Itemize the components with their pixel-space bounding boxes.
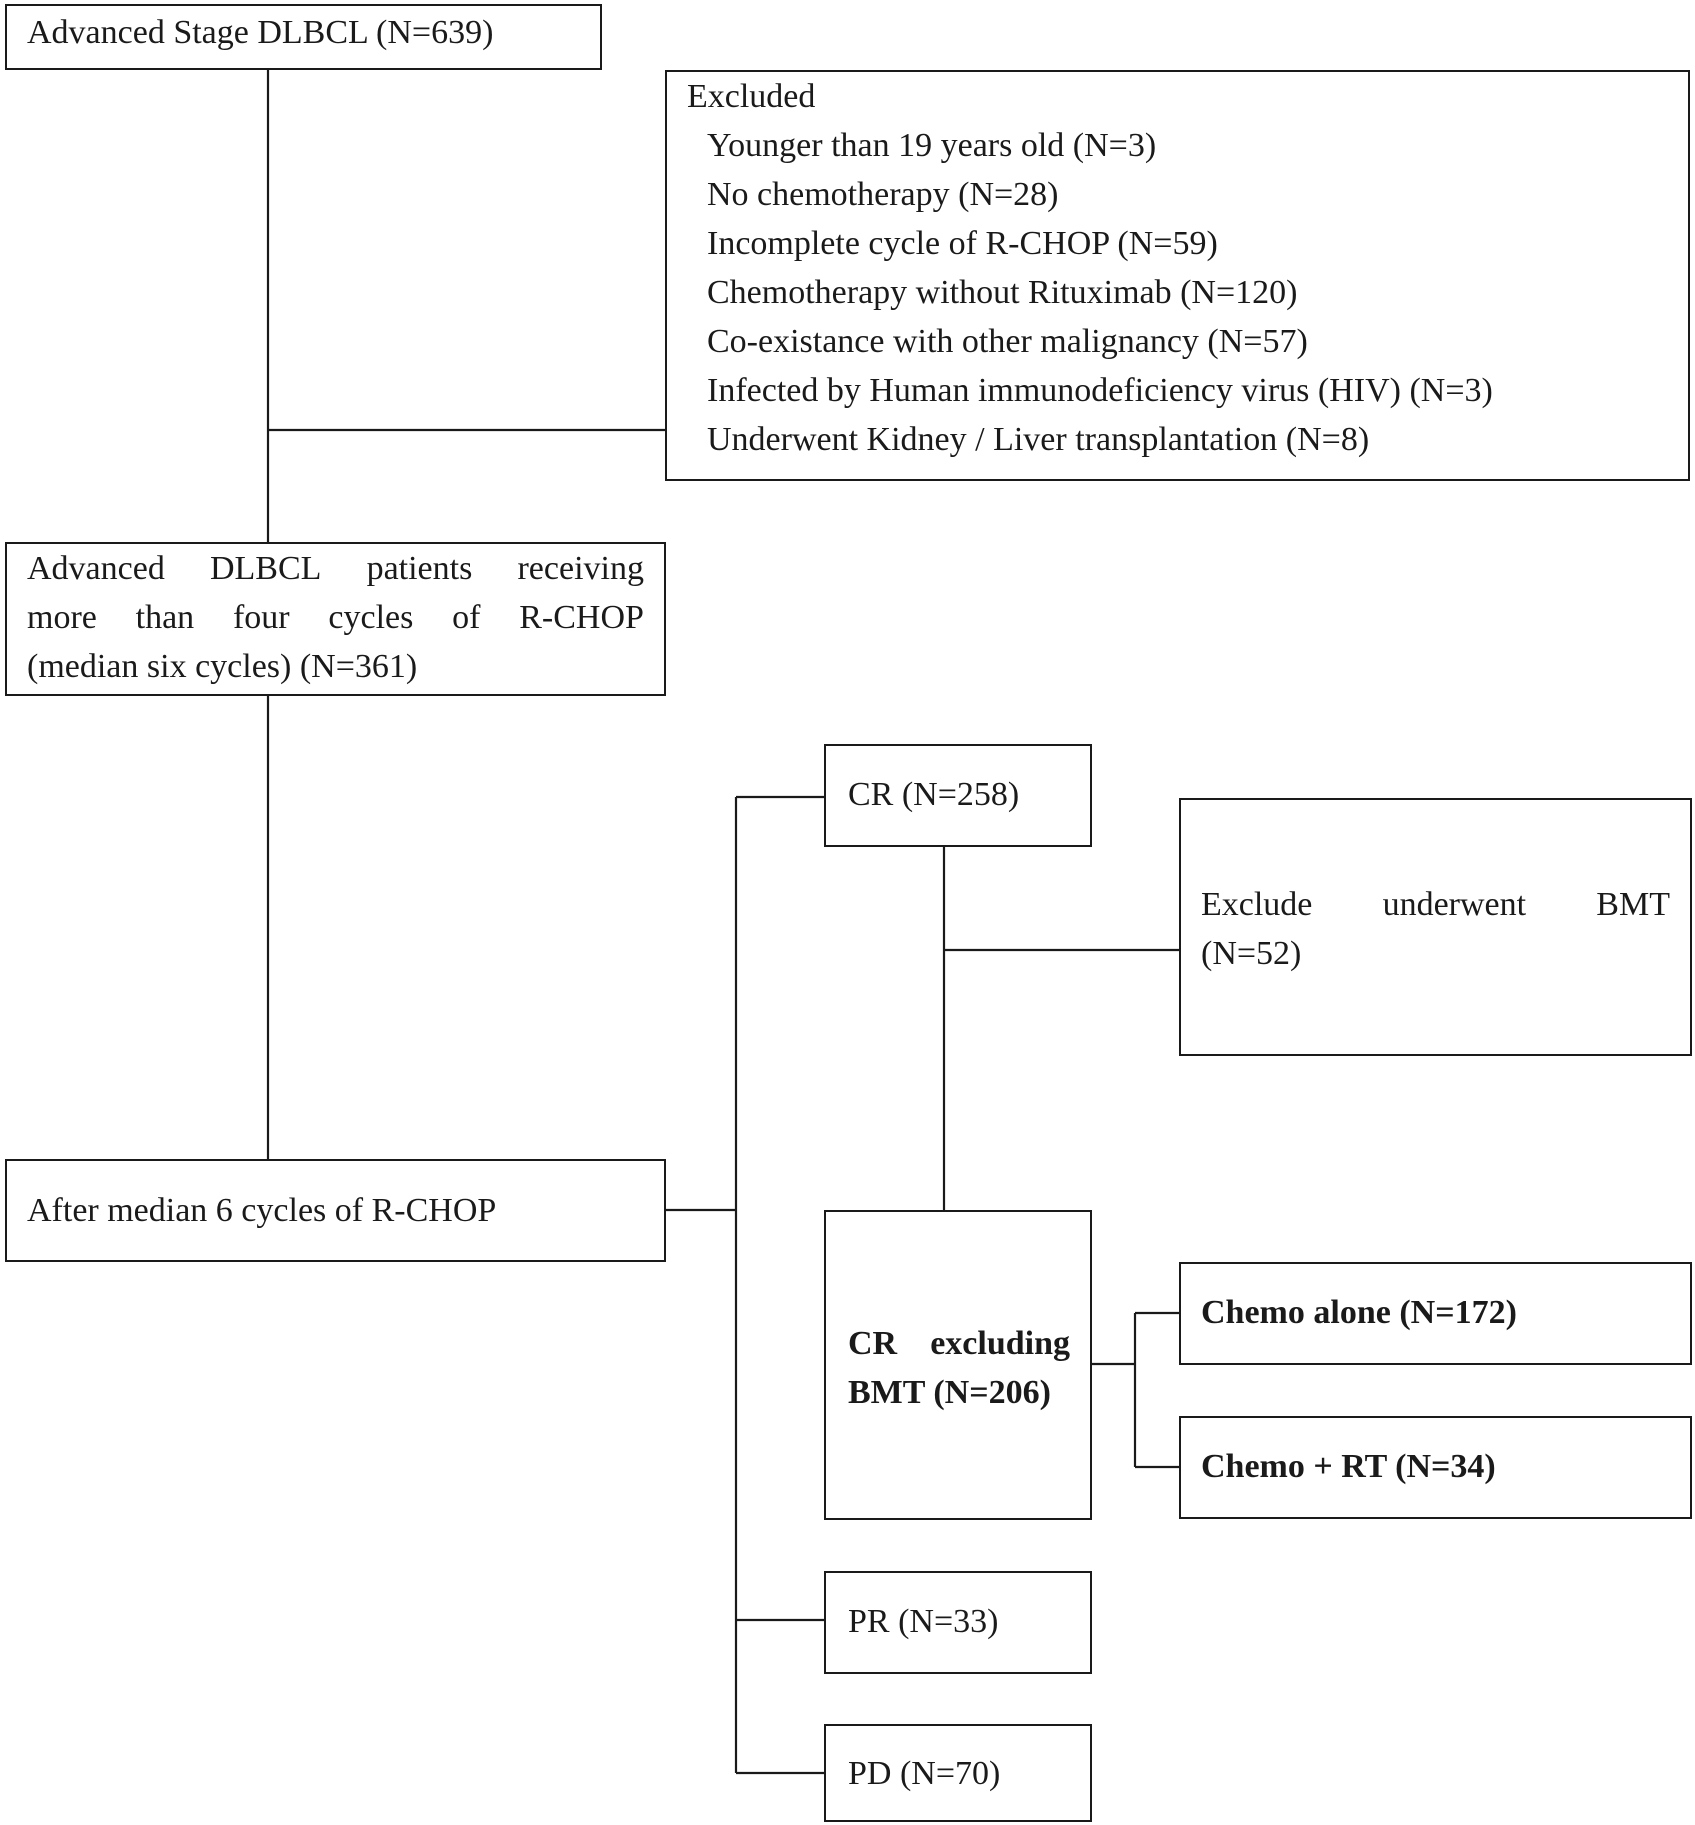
eligible-word: cycles: [328, 599, 414, 636]
start-population-box: Advanced Stage DLBCL (N=639): [5, 4, 602, 70]
cr-excluding-word: excluding: [930, 1325, 1070, 1362]
cr-excluding-bmt-box: CR excluding BMT (N=206): [824, 1210, 1092, 1520]
eligible-line-2: more than four cycles of R-CHOP: [27, 593, 644, 642]
eligible-word: than: [135, 599, 195, 636]
excluded-item: Younger than 19 years old (N=3): [707, 127, 1157, 164]
cr-excluding-word: CR: [848, 1325, 898, 1362]
eligible-word: of: [452, 599, 481, 636]
complete-response-box: CR (N=258): [824, 744, 1092, 847]
partial-response-box: PR (N=33): [824, 1571, 1092, 1674]
chemo-alone-box: Chemo alone (N=172): [1179, 1262, 1692, 1365]
excluded-item: No chemotherapy (N=28): [707, 176, 1059, 213]
excluded-item: Co-existance with other malignancy (N=57…: [707, 323, 1308, 360]
excluded-item: Chemotherapy without Rituximab (N=120): [707, 274, 1298, 311]
eligible-word: Advanced: [27, 550, 165, 587]
exclude-bmt-line-1: Exclude underwent BMT: [1201, 880, 1670, 929]
partial-response-label: PR (N=33): [848, 1603, 999, 1640]
excluded-title: Excluded: [687, 78, 816, 115]
eligible-word: receiving: [517, 550, 644, 587]
eligible-patients-box: Advanced DLBCL patients receiving more t…: [5, 542, 666, 696]
exclude-bmt-box: Exclude underwent BMT (N=52): [1179, 798, 1692, 1056]
complete-response-label: CR (N=258): [848, 776, 1020, 813]
chemo-rt-box: Chemo + RT (N=34): [1179, 1416, 1692, 1519]
eligible-word: more: [27, 599, 97, 636]
start-population-label: Advanced Stage DLBCL (N=639): [27, 14, 494, 51]
eligible-line-1: Advanced DLBCL patients receiving: [27, 544, 644, 593]
eligible-word: four: [232, 599, 290, 636]
chemo-rt-label: Chemo + RT (N=34): [1201, 1448, 1496, 1485]
progressive-disease-label: PD (N=70): [848, 1755, 1001, 1792]
chemo-alone-label: Chemo alone (N=172): [1201, 1294, 1517, 1331]
excluded-item: Incomplete cycle of R-CHOP (N=59): [707, 225, 1218, 262]
exclude-bmt-word: Exclude: [1201, 886, 1313, 923]
eligible-word: DLBCL: [209, 550, 322, 587]
progressive-disease-box: PD (N=70): [824, 1724, 1092, 1822]
after-treatment-box: After median 6 cycles of R-CHOP: [5, 1159, 666, 1262]
eligible-line-3: (median six cycles) (N=361): [27, 648, 418, 685]
after-treatment-label: After median 6 cycles of R-CHOP: [27, 1192, 497, 1229]
exclude-bmt-word: BMT: [1596, 886, 1670, 923]
excluded-item: Underwent Kidney / Liver transplantation…: [707, 421, 1370, 458]
eligible-word: R-CHOP: [519, 599, 644, 636]
excluded-item: Infected by Human immunodeficiency virus…: [707, 372, 1493, 409]
excluded-box: Excluded Younger than 19 years old (N=3)…: [665, 70, 1690, 481]
eligible-word: patients: [366, 550, 473, 587]
cr-excluding-line-2: BMT (N=206): [848, 1374, 1051, 1411]
exclude-bmt-line-2: (N=52): [1201, 935, 1302, 972]
exclude-bmt-word: underwent: [1382, 886, 1527, 923]
cr-excluding-line-1: CR excluding: [848, 1319, 1070, 1368]
excluded-list: Younger than 19 years old (N=3) No chemo…: [687, 121, 1688, 464]
